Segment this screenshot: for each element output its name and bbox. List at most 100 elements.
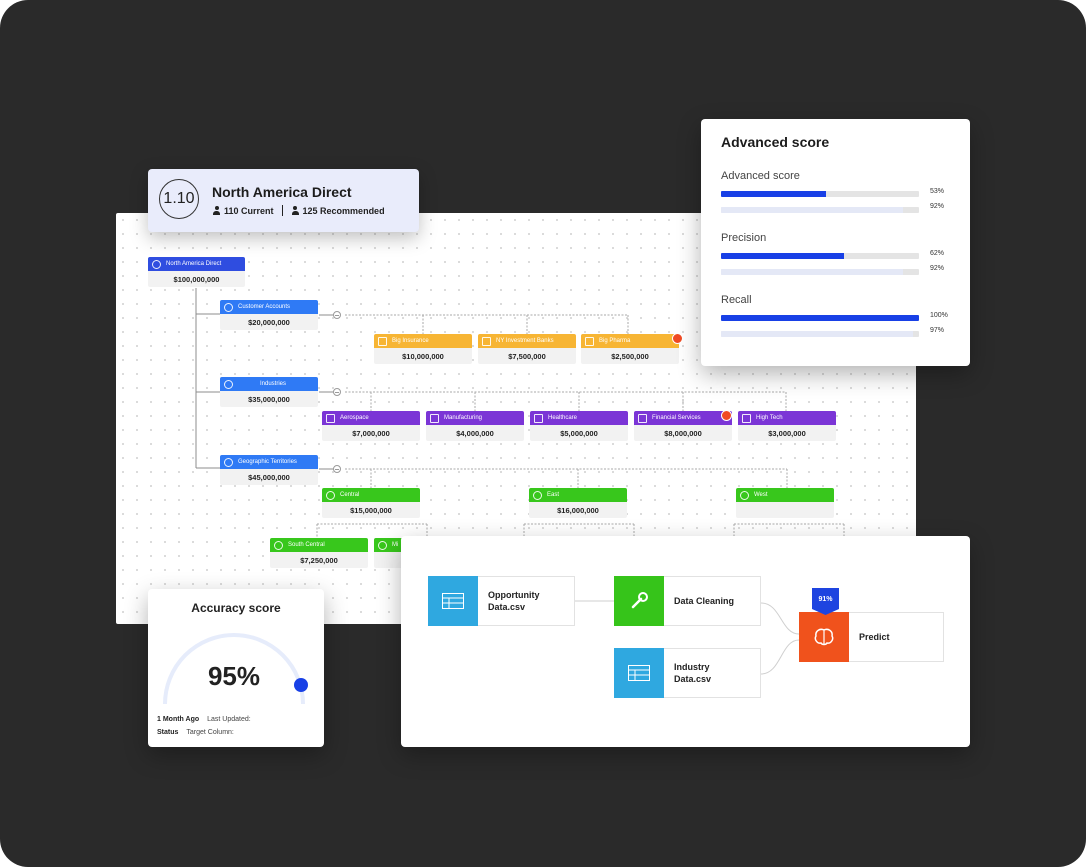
node-healthcare[interactable]: Healthcare $5,000,000 [530,411,628,441]
table-icon [428,575,478,626]
globe-icon [224,457,233,467]
globe-icon [152,259,161,269]
node-ny-investment-banks[interactable]: NY Investment Banks $7,500,000 [478,334,576,364]
node-north-america-direct[interactable]: North America Direct $100,000,000 [148,257,245,287]
alert-badge-icon [672,333,683,344]
factory-icon [534,413,543,423]
score-bar [721,253,919,259]
node-label: Central [340,492,360,498]
last-updated-value: 1 Month Ago [157,716,200,723]
node-label: Predict [859,632,890,642]
node-label: High Tech [756,415,783,421]
node-south-central[interactable]: South Central $7,250,000 [270,538,368,568]
node-label: South Central [288,542,325,548]
score-percent: 92% [930,265,945,272]
node-west[interactable]: West [736,488,834,518]
score-percent: 97% [930,327,945,334]
confidence-badge: 91% [812,588,839,615]
node-label: Financial Services [652,415,701,421]
score-bar [721,191,919,197]
node-value: $35,000,000 [220,391,318,407]
advanced-score-card: Advanced score Advanced score 53% 92% Pr… [701,119,970,366]
node-value: $16,000,000 [529,502,627,518]
node-value: $100,000,000 [148,271,245,287]
globe-icon [378,540,387,550]
current-count: 110 Current [224,205,274,216]
industry-data-node[interactable]: Industry Data.csv [614,647,761,698]
node-label: West [754,492,768,498]
collapse-toggle[interactable] [333,465,341,473]
collapse-toggle[interactable] [333,311,341,319]
score-bar-secondary [721,331,919,337]
brain-icon [799,611,849,662]
last-updated-row: 1 Month Ago Last Updated: [157,716,251,723]
territory-title: North America Direct [212,184,352,200]
factory-icon [638,413,647,423]
score-bar-secondary [721,269,919,275]
node-customer-accounts[interactable]: Customer Accounts $20,000,000 [220,300,318,330]
alert-badge-icon [721,410,732,421]
collapse-toggle[interactable] [333,388,341,396]
node-value: $8,000,000 [634,425,732,441]
node-label: NY Investment Banks [496,338,554,344]
card-title: Accuracy score [191,601,281,615]
data-cleaning-node[interactable]: Data Cleaning [614,575,761,626]
node-financial-services[interactable]: Financial Services $8,000,000 [634,411,732,441]
node-label: Industries [260,381,287,387]
metric-label: Recall [721,294,752,306]
opportunity-data-node[interactable]: Opportunity Data.csv [428,575,575,626]
person-icon [291,206,300,215]
node-central[interactable]: Central $15,000,000 [322,488,420,518]
node-industries[interactable]: Industries $35,000,000 [220,377,318,407]
node-label: Healthcare [548,415,578,421]
node-value [736,502,834,518]
node-value: $7,500,000 [478,348,576,364]
score-bar [721,315,919,321]
node-value: $20,000,000 [220,314,318,330]
territory-number: 1.10 [159,179,199,219]
node-value: $45,000,000 [220,469,318,485]
accuracy-value: 95% [207,661,261,691]
gauge-track [163,633,305,705]
globe-icon [740,490,749,500]
pipeline-connectors [575,600,800,675]
factory-icon [742,413,751,423]
last-updated-label: Last Updated: [207,716,251,723]
node-label: East [547,492,560,498]
globe-icon [274,540,283,550]
node-value: $10,000,000 [374,348,472,364]
node-value: $7,000,000 [322,425,420,441]
node-label: Manufacturing [444,415,483,421]
metric-label: Precision [721,232,767,244]
score-percent: 62% [930,250,945,257]
account-icon [378,336,387,346]
node-manufacturing[interactable]: Manufacturing $4,000,000 [426,411,524,441]
globe-icon [224,379,233,389]
predict-node[interactable]: Predict [799,611,944,662]
node-east[interactable]: East $16,000,000 [529,488,627,518]
score-percent: 100% [930,312,948,319]
node-geographic-territories[interactable]: Geographic Territories $45,000,000 [220,455,318,485]
pipeline-panel: Opportunity Data.csv Data Cleaning Indus… [401,536,970,747]
person-icon [212,206,221,215]
table-icon [614,647,664,698]
factory-icon [326,413,335,423]
wrench-icon [614,575,664,626]
connector-lines [195,288,845,538]
node-big-insurance[interactable]: Big Insurance $10,000,000 [374,334,472,364]
node-value: $5,000,000 [530,425,628,441]
node-label: Big Pharma [599,338,631,344]
accuracy-score-card: Accuracy score 95% 1 Month Ago Last Updat… [148,589,324,747]
node-label: Customer Accounts [238,304,291,310]
node-value: $15,000,000 [322,502,420,518]
node-big-pharma[interactable]: Big Pharma $2,500,000 [581,334,679,364]
node-high-tech[interactable]: High Tech $3,000,000 [738,411,836,441]
node-aerospace[interactable]: Aerospace $7,000,000 [322,411,420,441]
node-label: North America Direct [166,261,222,267]
headcount-meta: 110 Current 125 Recommended [212,205,385,216]
gauge-indicator [294,678,308,692]
card-title: Advanced score [721,134,830,150]
factory-icon [430,413,439,423]
globe-icon [224,302,233,312]
